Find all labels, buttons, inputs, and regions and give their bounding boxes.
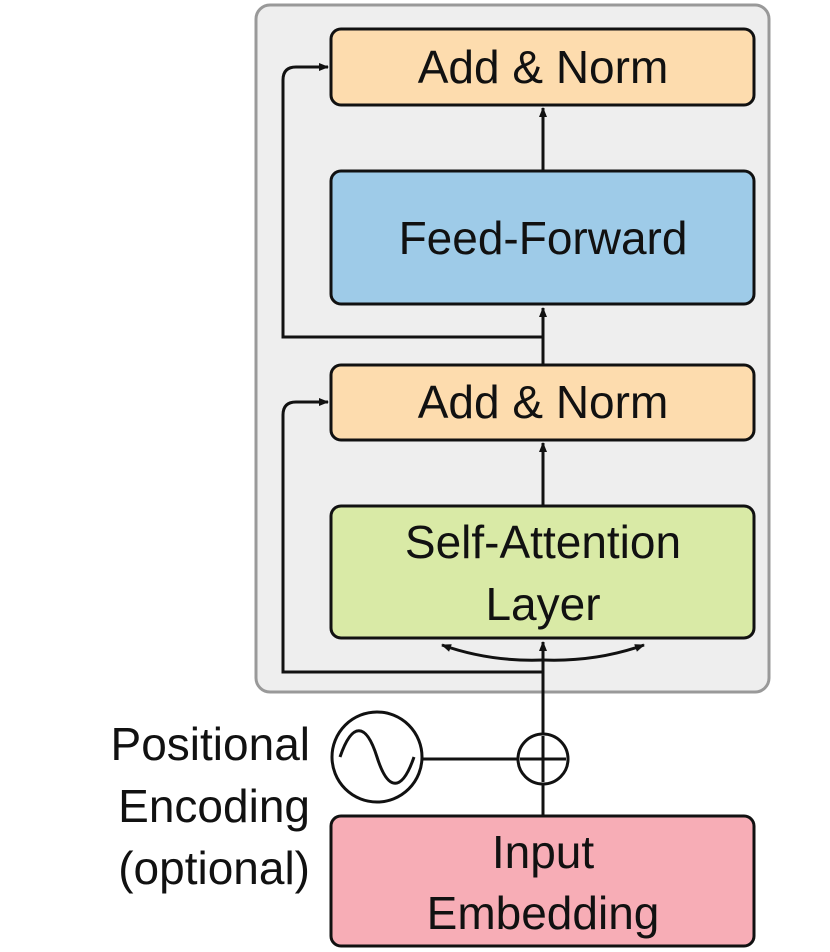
feed-forward-block: Feed-Forward [329,169,756,306]
self-attention-label-line2: Layer [485,578,600,630]
input-embedding-block: Input Embedding [329,814,756,948]
self-attention-block: Self-Attention Layer [329,504,756,640]
connector-lines [281,63,645,817]
positional-encoding-line1: Positional [111,718,310,770]
add-norm-bottom-block: Add & Norm [329,363,756,442]
input-embedding-label-line1: Input [492,826,595,878]
attention-fan-right [542,643,645,662]
add-norm-top-label: Add & Norm [418,41,669,93]
positional-encoding-line2: Encoding [118,780,310,832]
add-norm-bottom-label: Add & Norm [418,376,669,428]
add-norm-top-block: Add & Norm [329,27,756,107]
feed-forward-label: Feed-Forward [399,212,688,264]
self-attention-label-line1: Self-Attention [405,516,681,568]
residual-connection-1 [281,398,543,674]
positional-encoding-line3: (optional) [118,842,310,894]
attention-fan-left [441,643,544,662]
positional-encoding-label: Positional Encoding (optional) [111,718,310,894]
residual-connection-2 [281,63,543,339]
addition-node-icon [516,732,570,786]
sine-wave-icon [330,710,424,804]
input-embedding-label-line2: Embedding [427,887,660,939]
